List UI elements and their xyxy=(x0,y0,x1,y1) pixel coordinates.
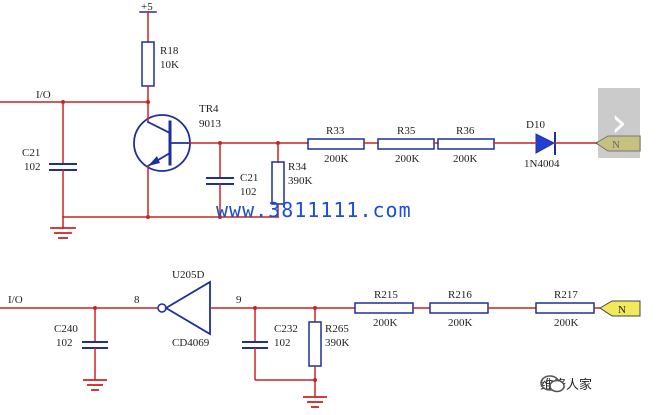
c21-left-value: 102 xyxy=(24,161,41,173)
r217-value: 200K xyxy=(554,317,579,329)
resistor-r35 xyxy=(377,138,435,150)
r35-value: 200K xyxy=(395,153,420,165)
r18-value: 10K xyxy=(160,59,179,71)
c232-name: C232 xyxy=(274,323,298,335)
brand-badge: 维修人家 xyxy=(540,374,592,393)
r36-value: 200K xyxy=(453,153,478,165)
c232-value: 102 xyxy=(274,337,291,349)
pin-8-label: 8 xyxy=(134,294,140,306)
connector-n-bottom xyxy=(599,300,641,317)
resistor-r215 xyxy=(354,302,414,314)
r215-value: 200K xyxy=(373,317,398,329)
c21-left-name: C21 xyxy=(22,147,40,159)
supply-label: +5 xyxy=(141,1,153,13)
c240-name: C240 xyxy=(54,323,78,335)
r216-name: R216 xyxy=(448,289,472,301)
r215-name: R215 xyxy=(374,289,398,301)
resistor-r36 xyxy=(437,138,495,150)
u205d-part: CD4069 xyxy=(172,337,210,349)
tr4-part: 9013 xyxy=(199,118,222,130)
resistor-r18 xyxy=(141,41,155,87)
next-image-button[interactable]: › xyxy=(598,88,640,158)
resistor-r216 xyxy=(429,302,489,314)
r36-name: R36 xyxy=(456,125,475,137)
inverter-u205d xyxy=(164,280,211,336)
d10-name: D10 xyxy=(526,119,545,131)
r265-value: 390K xyxy=(325,337,350,349)
chevron-right-icon: › xyxy=(611,100,627,146)
u205d-name: U205D xyxy=(172,269,204,281)
c21-right-name: C21 xyxy=(240,172,258,184)
c21-right-value: 102 xyxy=(240,186,257,198)
c240-value: 102 xyxy=(56,337,73,349)
r18-name: R18 xyxy=(160,45,179,57)
pin-9-label: 9 xyxy=(236,294,242,306)
resistor-r265 xyxy=(308,321,322,367)
r34-name: R34 xyxy=(288,161,307,173)
r33-value: 200K xyxy=(324,153,349,165)
d10-part: 1N4004 xyxy=(524,158,560,170)
watermark-text: www.3811111.com xyxy=(216,198,412,222)
resistor-r33 xyxy=(307,138,365,150)
r33-name: R33 xyxy=(326,125,345,137)
r216-value: 200K xyxy=(448,317,473,329)
bottom-circuit: I/O C240 102 8 U205D CD4069 9 C232 102 xyxy=(0,269,641,408)
wechat-icon xyxy=(540,375,565,393)
tr4-name: TR4 xyxy=(199,103,219,115)
bottom-n-label: N xyxy=(618,304,626,316)
diode-d10 xyxy=(535,133,556,154)
r34-value: 390K xyxy=(288,175,313,187)
top-io-label: I/O xyxy=(36,89,51,101)
r217-name: R217 xyxy=(554,289,578,301)
resistor-r217 xyxy=(535,302,595,314)
r265-name: R265 xyxy=(325,323,349,335)
bottom-io-label: I/O xyxy=(8,294,23,306)
r35-name: R35 xyxy=(397,125,416,137)
